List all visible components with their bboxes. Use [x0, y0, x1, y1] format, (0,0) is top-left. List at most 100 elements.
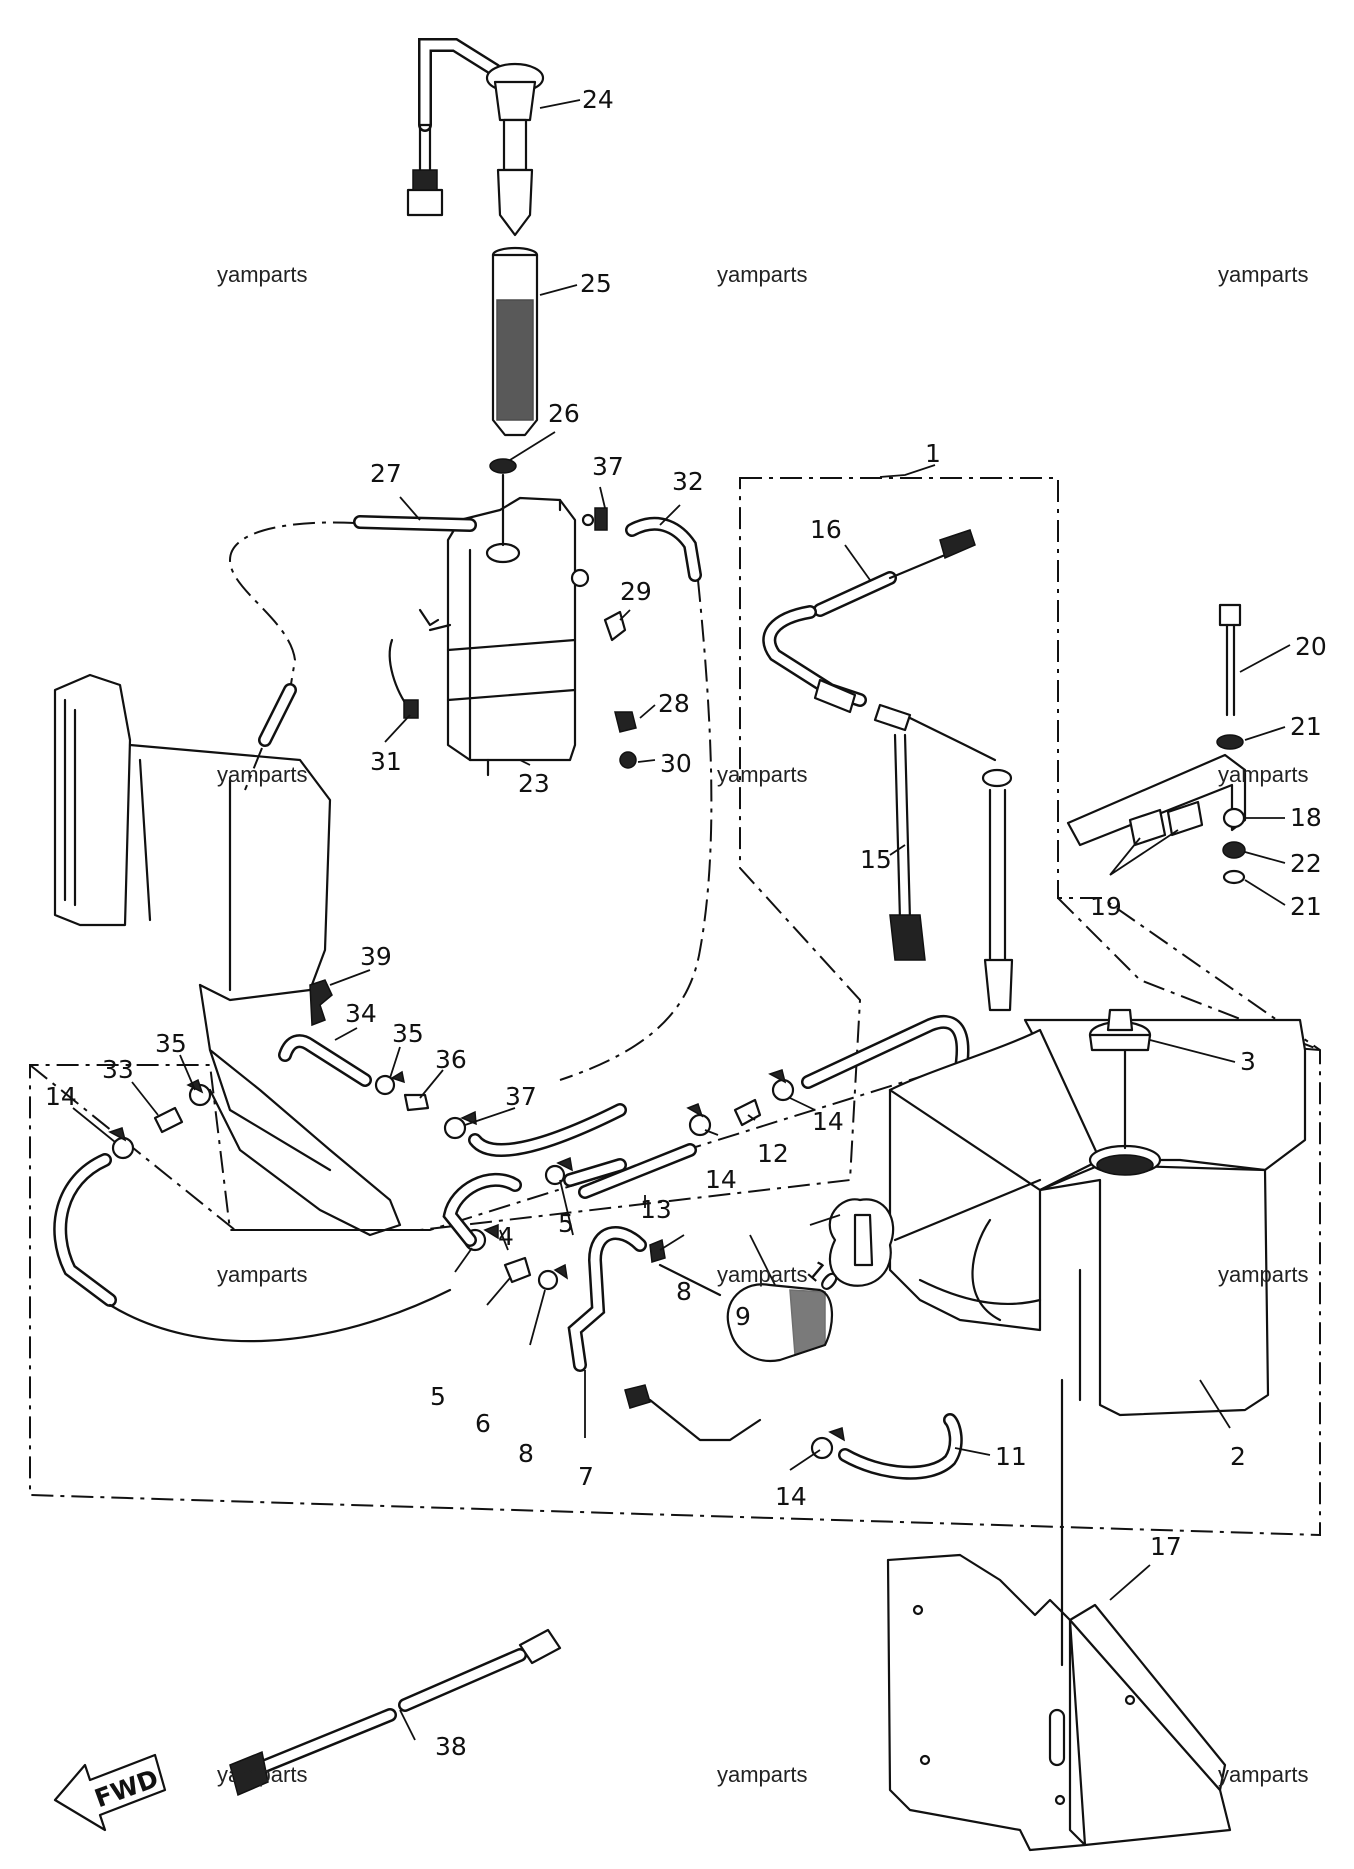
part-24-sender[interactable]	[406, 38, 545, 237]
part-14-clamp-left[interactable]	[108, 1127, 135, 1160]
label-2: 2	[1230, 1442, 1246, 1471]
part-35-clamp-left[interactable]	[186, 1078, 212, 1107]
label-3: 3	[1240, 1047, 1256, 1076]
watermark-text: yamparts	[717, 1762, 808, 1787]
watermark-text: yamparts	[217, 262, 308, 287]
part-5-clamp-upper[interactable]	[544, 1156, 573, 1186]
part-37-clamp-upper[interactable]	[581, 507, 608, 531]
part-31-connector[interactable]	[388, 608, 440, 719]
watermark-text: yamparts	[1218, 1262, 1309, 1287]
label-28: 28	[658, 689, 690, 718]
part-3-cap[interactable]	[1088, 1008, 1152, 1052]
part-28-nut[interactable]	[614, 711, 637, 733]
part-16-harness[interactable]	[813, 529, 976, 617]
part-14-clamp-mid[interactable]	[686, 1103, 712, 1137]
label-22: 22	[1290, 849, 1322, 878]
part-26-washer[interactable]	[489, 458, 517, 474]
label-13: 13	[640, 1195, 672, 1224]
label-24: 24	[582, 85, 614, 114]
part-30-screw[interactable]	[619, 751, 637, 769]
part-34-hose[interactable]	[278, 1034, 372, 1087]
label-38: 38	[435, 1732, 467, 1761]
watermark-text: yamparts	[1218, 762, 1309, 787]
sender-rod	[983, 788, 1014, 1012]
label-11: 11	[995, 1442, 1027, 1471]
label-20: 20	[1295, 632, 1327, 661]
part-39-clip[interactable]	[309, 979, 333, 1027]
harness-cable-loop	[762, 605, 1013, 788]
part-22-nut[interactable]	[1222, 841, 1246, 859]
part-33-fitting[interactable]	[153, 1106, 184, 1134]
part-8-clamp-lower[interactable]	[537, 1263, 569, 1291]
part-25-strainer[interactable]	[491, 246, 539, 437]
label-14-mid: 14	[705, 1165, 737, 1194]
label-23: 23	[518, 769, 550, 798]
label-5-upper: 5	[558, 1209, 574, 1238]
label-4: 4	[498, 1222, 514, 1251]
part-6-fitting[interactable]	[503, 1256, 532, 1284]
part-4-hose[interactable]	[442, 1172, 522, 1247]
label-32: 32	[672, 467, 704, 496]
label-18: 18	[1290, 803, 1322, 832]
label-8-lower: 8	[518, 1439, 534, 1468]
engine-block-outline	[53, 673, 402, 1237]
part-29-fitting[interactable]	[603, 610, 627, 642]
part-12-fitting[interactable]	[733, 1098, 762, 1127]
part-15-wire-lead[interactable]	[889, 733, 926, 961]
part-20-bolt[interactable]	[1218, 603, 1242, 717]
watermark-text: yamparts	[1218, 262, 1309, 287]
label-7: 7	[578, 1462, 594, 1491]
label-8-upper: 8	[676, 1277, 692, 1306]
watermark-text: yamparts	[217, 1762, 308, 1787]
watermark-text: yamparts	[217, 1262, 308, 1287]
part-17-tank-bracket[interactable]	[886, 1553, 1232, 1852]
label-25: 25	[580, 269, 612, 298]
hose-37-to-tank	[468, 1103, 627, 1157]
label-19: 19	[1090, 892, 1122, 921]
part-38-hose-assembly[interactable]	[229, 1628, 562, 1797]
watermark-text: yamparts	[717, 762, 808, 787]
part-10-filter[interactable]	[828, 1198, 895, 1287]
part-7-hose[interactable]	[567, 1226, 647, 1372]
label-35-right: 35	[392, 1019, 424, 1048]
part-21-washer-upper[interactable]	[1216, 734, 1244, 750]
part-36-fitting[interactable]	[403, 1093, 430, 1112]
part-27-hose[interactable]	[353, 515, 477, 532]
hose-mid-to-pump	[563, 1158, 627, 1187]
part-8-clamp-upper[interactable]	[649, 1238, 666, 1263]
label-31: 31	[370, 747, 402, 776]
label-14-pump: 14	[775, 1482, 807, 1511]
label-21-lower: 21	[1290, 892, 1322, 921]
label-37-upper: 37	[592, 452, 624, 481]
leader-lines	[72, 99, 1291, 1741]
label-14-left: 14	[45, 1082, 77, 1111]
hose-left-dash	[244, 747, 263, 791]
label-5-lower: 5	[430, 1382, 446, 1411]
watermark-text: yamparts	[217, 762, 308, 787]
part-14-clamp-upper[interactable]	[768, 1069, 795, 1102]
label-14-upper: 14	[812, 1107, 844, 1136]
part-23-sub-tank[interactable]	[428, 473, 590, 777]
label-36: 36	[435, 1045, 467, 1074]
label-17: 17	[1150, 1532, 1182, 1561]
part-9-oil-pump[interactable]	[658, 1263, 834, 1363]
hose-to-tank-upper	[801, 1014, 970, 1089]
hose-27-routing-line	[228, 521, 356, 691]
pump-wire-lead	[624, 1384, 762, 1442]
label-27: 27	[370, 459, 402, 488]
watermark-text: yamparts	[717, 1262, 808, 1287]
label-34: 34	[345, 999, 377, 1028]
part-11-hose[interactable]	[838, 1413, 963, 1480]
part-32-hose[interactable]	[625, 516, 702, 582]
label-1: 1	[925, 439, 941, 468]
hose-left-loop	[53, 1153, 117, 1307]
label-30: 30	[660, 749, 692, 778]
return-line-routing	[559, 579, 713, 1081]
label-21-upper: 21	[1290, 712, 1322, 741]
part-35-clamp-right[interactable]	[374, 1070, 405, 1096]
part-21-washer-lower[interactable]	[1222, 869, 1246, 885]
part-18-nut[interactable]	[1222, 807, 1246, 829]
part-37-clamp-lower[interactable]	[443, 1110, 477, 1140]
part-19-strap[interactable]	[1066, 753, 1247, 847]
part-13-hose[interactable]	[578, 1143, 697, 1199]
